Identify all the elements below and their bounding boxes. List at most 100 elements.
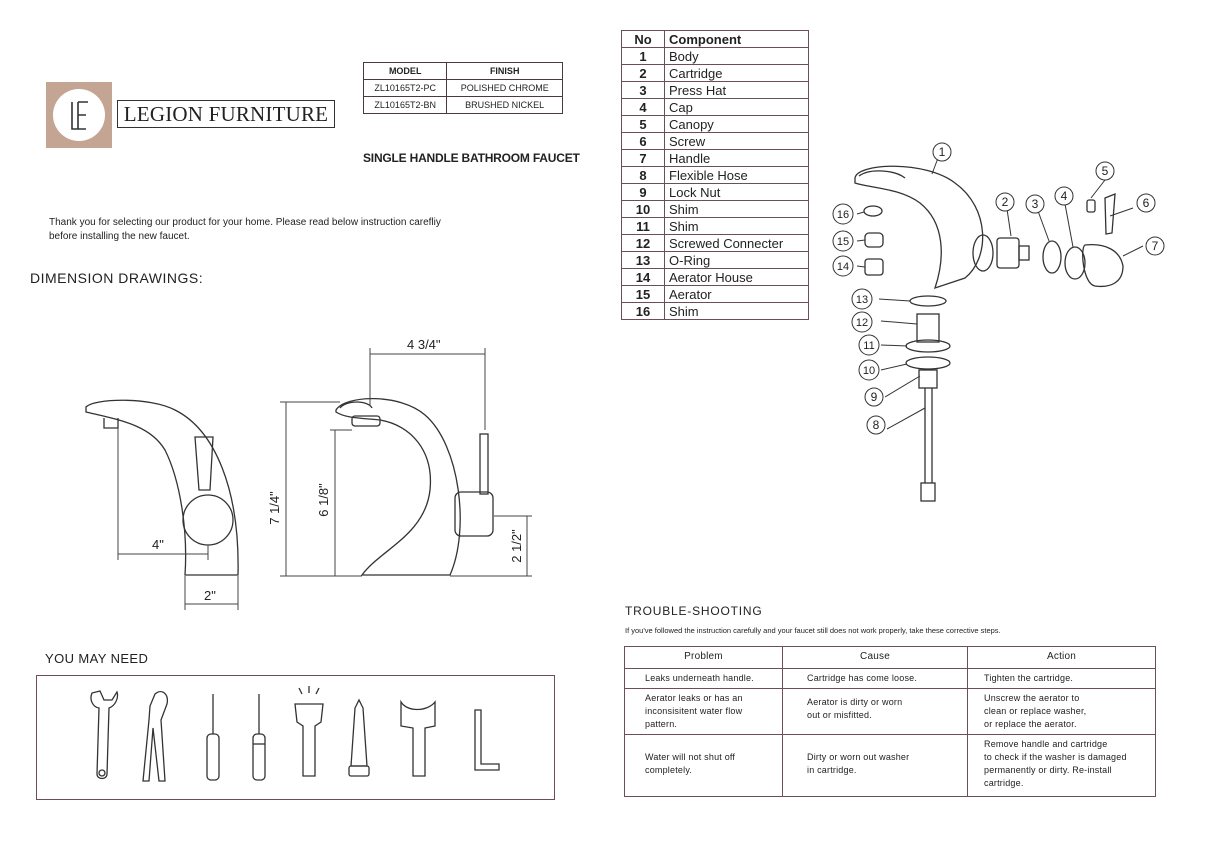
table-row: ZL10165T2-BN BRUSHED NICKEL [362, 96, 563, 114]
component-no: 3 [621, 81, 665, 99]
model-header: MODEL [362, 62, 448, 80]
component-no: 9 [621, 183, 665, 201]
callout-16: 16 [837, 209, 849, 221]
table-row: Water will not shut off completely. Dirt… [624, 734, 1156, 797]
component-no: 6 [621, 132, 665, 150]
component-name: Screw [664, 132, 809, 150]
action-line: cartridge. [984, 778, 1024, 788]
component-name: Cap [664, 98, 809, 116]
action-cell: Tighten the cartridge. [967, 668, 1156, 689]
problem-line: Aerator leaks or has an [645, 693, 743, 703]
basin-wrench-icon [400, 699, 436, 777]
component-no: 16 [621, 302, 665, 320]
problem-cell: Leaks underneath handle. [624, 668, 783, 689]
logo-circle [53, 89, 105, 141]
component-no: 14 [621, 268, 665, 286]
component-name: Cartridge [664, 64, 809, 82]
cause-line: in cartridge. [807, 765, 857, 775]
problem-header: Problem [624, 646, 783, 669]
component-no: 7 [621, 149, 665, 167]
component-name: Canopy [664, 115, 809, 133]
action-cell: Unscrew the aerator to clean or replace … [967, 688, 1156, 735]
callout-6: 6 [1143, 196, 1150, 210]
component-no: 5 [621, 115, 665, 133]
brand-name: LEGION FURNITURE [117, 100, 335, 128]
intro-text: Thank you for selecting our product for … [49, 216, 489, 244]
component-name: O-Ring [664, 251, 809, 269]
callout-5: 5 [1102, 164, 1109, 178]
callout-12: 12 [856, 317, 868, 329]
problem-line: inconsisitent water flow [645, 706, 743, 716]
component-no: 10 [621, 200, 665, 218]
action-header: Action [967, 646, 1156, 669]
dimension-lines [117, 348, 532, 610]
problem-line: Leaks underneath handle. [645, 673, 754, 683]
cause-line: out or misfitted. [807, 710, 872, 720]
spout-height-dimension: 6 1/8" [316, 483, 331, 517]
tools-illustration [90, 686, 500, 782]
component-no: 11 [621, 217, 665, 235]
dimension-drawings: 4 3/4" 4" 2" 7 1/4" 6 1/8" 2 1/2" [85, 337, 532, 610]
cause-line: Cartridge has come loose. [807, 673, 918, 683]
cause-header: Cause [782, 646, 968, 669]
brand-logo [46, 82, 112, 148]
component-name: Flexible Hose [664, 166, 809, 184]
pliers-icon [142, 690, 168, 782]
callout-7: 7 [1152, 239, 1159, 253]
action-line: or replace the aerator. [984, 719, 1077, 729]
component-name: Lock Nut [664, 183, 809, 201]
component-no: 8 [621, 166, 665, 184]
phillips-screwdriver-icon [252, 694, 266, 781]
cause-cell: Aerator is dirty or worn out or misfitte… [782, 688, 968, 735]
troubleshooting-heading: TROUBLE-SHOOTING [625, 604, 763, 618]
finish-cell: BRUSHED NICKEL [446, 96, 563, 114]
component-name: Shim [664, 302, 809, 320]
table-row: Aerator leaks or has an inconsisitent wa… [624, 688, 1156, 735]
total-height-dimension: 7 1/4" [267, 491, 282, 525]
component-name: Body [664, 47, 809, 65]
callout-14: 14 [837, 261, 849, 273]
callout-11: 11 [863, 340, 874, 352]
action-line: Remove handle and cartridge [984, 739, 1108, 749]
finish-cell: POLISHED CHROME [446, 79, 563, 97]
component-header: Component [664, 30, 809, 48]
adjustable-wrench-icon [90, 690, 119, 780]
action-line: to check if the washer is damaged [984, 752, 1127, 762]
callout-15: 15 [837, 236, 849, 248]
callout-8: 8 [873, 418, 880, 432]
problem-cell: Aerator leaks or has an inconsisitent wa… [624, 688, 783, 735]
cause-cell: Dirty or worn out washer in cartridge. [782, 734, 968, 797]
component-no: 2 [621, 64, 665, 82]
action-cell: Remove handle and cartridge to check if … [967, 734, 1156, 797]
product-title: SINGLE HANDLE BATHROOM FAUCET [363, 151, 580, 165]
cause-cell: Cartridge has come loose. [782, 668, 968, 689]
component-no: 1 [621, 47, 665, 65]
handle-height-dimension: 2 1/2" [509, 529, 524, 563]
finish-header: FINISH [446, 62, 563, 80]
model-cell: ZL10165T2-PC [362, 79, 448, 97]
intro-line: before installing the new faucet. [49, 231, 190, 242]
problem-line: completely. [645, 765, 693, 775]
table-row: ZL10165T2-PC POLISHED CHROME [362, 79, 563, 97]
exploded-view-diagram: 1 2 3 4 5 6 7 8 9 10 11 12 13 14 15 16 [832, 142, 1165, 502]
flashlight-icon [294, 686, 324, 777]
problem-cell: Water will not shut off completely. [624, 734, 783, 797]
component-no: 4 [621, 98, 665, 116]
component-name: Press Hat [664, 81, 809, 99]
problem-line: pattern. [645, 719, 678, 729]
dimension-heading: DIMENSION DRAWINGS: [30, 270, 204, 286]
action-line: clean or replace washer, [984, 706, 1087, 716]
